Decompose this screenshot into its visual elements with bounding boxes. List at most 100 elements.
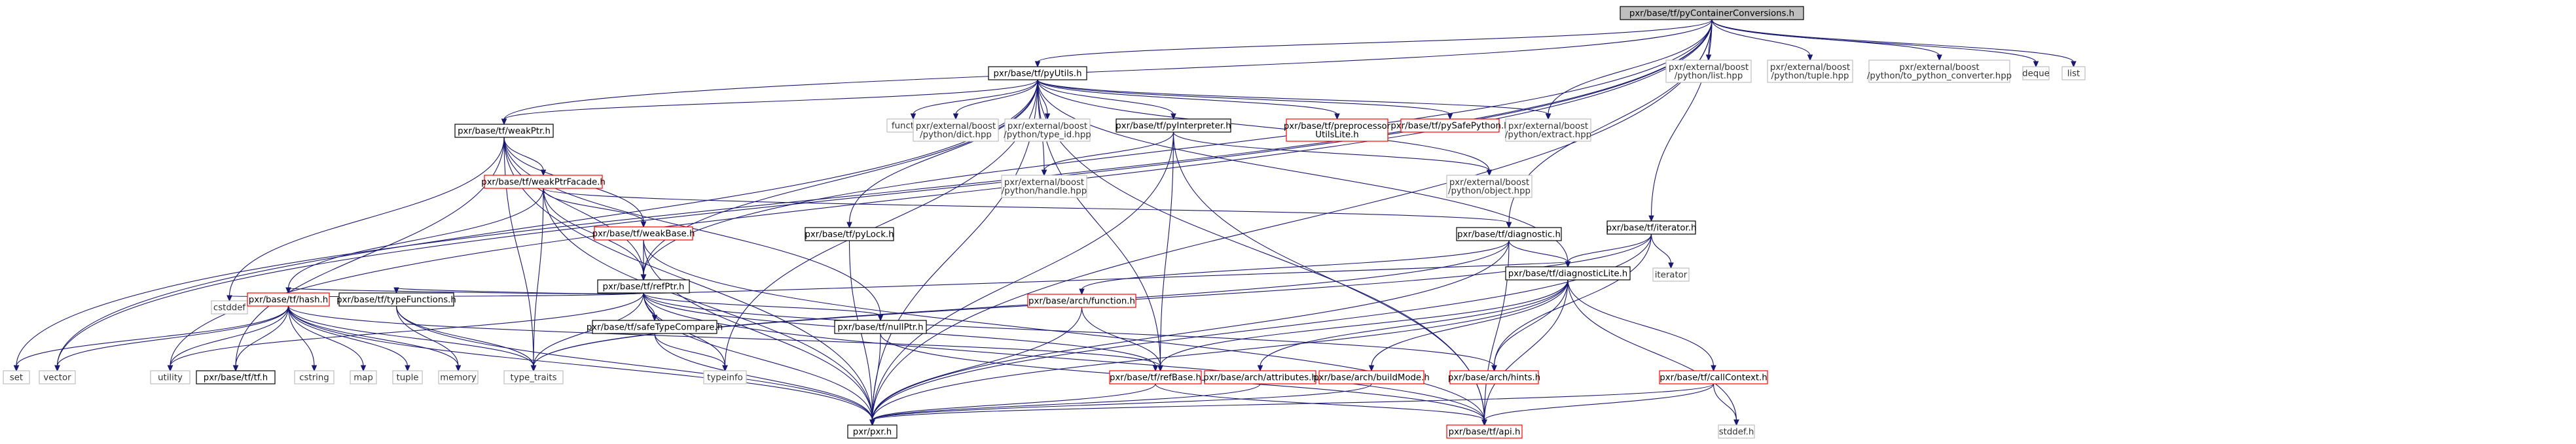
node-label: pxr/base/tf/refBase.h: [1110, 373, 1201, 383]
node-archFunction[interactable]: pxr/base/arch/function.h: [1027, 294, 1136, 308]
node-box: [294, 370, 335, 384]
node-box: [1318, 370, 1424, 384]
node-b_dict: pxr/external/boost/python/dict.hpp: [913, 118, 999, 142]
node-diagnosticLite[interactable]: pxr/base/tf/diagnosticLite.h: [1505, 266, 1631, 281]
edge-refBase-to-api: [1155, 383, 1485, 421]
node-box: [150, 370, 190, 384]
edge-pyUtils-to-pyInterp: [1037, 79, 1174, 115]
node-box: [2022, 66, 2050, 80]
node-label: pxr/external/boost: [1007, 122, 1087, 131]
arrowhead-refPtr-to-nullPtr: [877, 315, 884, 322]
arrowhead-pyUtils-to-preproc: [1334, 113, 1340, 120]
node-label: UtilsLite.h: [1315, 130, 1358, 140]
node-hints[interactable]: pxr/base/arch/hints.h: [1448, 370, 1540, 384]
node-label: pxr/base/tf/iterator.h: [1606, 224, 1697, 233]
arrowhead-root-to-pyUtils: [1034, 61, 1041, 68]
node-callContext[interactable]: pxr/base/tf/callContext.h: [1659, 370, 1768, 384]
arrowhead-diagnosticLite-to-callContext: [1711, 365, 1716, 372]
edge-safeTypeCompare-to-pxrh: [654, 333, 873, 421]
edge-pyInterp-to-api: [1172, 131, 1485, 421]
node-hash[interactable]: pxr/base/tf/hash.h: [247, 292, 330, 307]
edge-weakPtrFacade-to-pxrh: [543, 188, 873, 421]
arrowhead-root-to-iterator: [1648, 215, 1654, 222]
node-label: cstddef: [213, 303, 246, 313]
node-label: iterator: [1655, 271, 1688, 281]
node-root: pxr/base/tf/pyContainerConversions.h: [1620, 6, 1804, 20]
node-weakPtrFacade[interactable]: pxr/base/tf/weakPtrFacade.h: [481, 175, 606, 189]
edge-hash-to-type_traits: [287, 305, 534, 367]
edge-root-to-deque: [1711, 19, 2037, 63]
edge-refPtr-to-hints: [643, 292, 1495, 367]
node-pyInterp[interactable]: pxr/base/tf/pyInterpreter.h: [1116, 118, 1231, 133]
arrowhead-diagnosticLite-to-hints: [1491, 365, 1497, 372]
node-b_list: pxr/external/boost/python/list.hpp: [1665, 60, 1752, 83]
node-pySafe[interactable]: pxr/base/tf/pySafePython.h: [1390, 118, 1510, 133]
node-label: type_traits: [510, 373, 556, 383]
arrowhead-pyInterp-to-b_object: [1486, 169, 1493, 177]
node-label: /python/tuple.hpp: [1771, 71, 1849, 81]
node-b_object: pxr/external/boost/python/object.hpp: [1446, 175, 1533, 198]
node-pxrh[interactable]: pxr/pxr.h: [847, 424, 898, 439]
node-api[interactable]: pxr/base/tf/api.h: [1446, 424, 1523, 439]
node-tuple: tuple: [392, 370, 423, 384]
node-list: list: [2061, 66, 2086, 80]
node-box: [1446, 424, 1523, 439]
node-tfh[interactable]: pxr/base/tf/tf.h: [196, 370, 276, 384]
edge-attributes-to-pxrh: [871, 383, 1261, 421]
node-weakPtr[interactable]: pxr/base/tf/weakPtr.h: [454, 124, 554, 138]
node-label: pxr/base/arch/buildMode.h: [1313, 373, 1430, 383]
node-diagnostic[interactable]: pxr/base/tf/diagnostic.h: [1456, 227, 1562, 241]
edge-weakPtr-to-cstddef: [228, 137, 505, 297]
edge-pyUtils-to-functional: [913, 79, 1038, 115]
arrowhead-pyUtils-to-b_typeid: [1044, 113, 1051, 120]
node-utility: utility: [150, 370, 190, 384]
edge-diagnosticLite-to-string: [1159, 279, 1569, 367]
node-label: pxr/base/tf/nullPtr.h: [837, 323, 923, 333]
node-label: pxr/external/boost: [1004, 178, 1084, 188]
node-nullPtr[interactable]: pxr/base/tf/nullPtr.h: [834, 320, 927, 334]
edge-weakPtrFacade-to-diagnostic: [543, 188, 1510, 224]
node-safeTypeCompare[interactable]: pxr/base/tf/safeTypeCompare.h: [587, 320, 723, 334]
node-attributes[interactable]: pxr/base/arch/attributes.h: [1203, 370, 1317, 384]
node-cstddef: cstddef: [211, 300, 248, 315]
arrowhead-typeFunctions-to-memory: [455, 365, 462, 372]
edge-typeFunctions-to-memory: [395, 305, 459, 367]
node-label: pxr/base/tf/pySafePython.h: [1390, 122, 1509, 131]
node-pyLock[interactable]: pxr/base/tf/pyLock.h: [805, 227, 894, 241]
edge-archFunction-to-pxrh: [871, 307, 1083, 421]
edge-hash-to-map: [287, 305, 364, 367]
arrowhead-pyUtils-to-functional: [910, 113, 916, 120]
edge-iterator-to-iteratorStd: [1650, 233, 1672, 264]
edge-refBase-to-pxrh: [871, 383, 1156, 421]
node-refBase[interactable]: pxr/base/tf/refBase.h: [1109, 370, 1202, 384]
edge-hash-to-tfh: [235, 305, 289, 367]
node-typeFunctions[interactable]: pxr/base/tf/typeFunctions.h: [336, 292, 456, 307]
node-iterator[interactable]: pxr/base/tf/iterator.h: [1606, 220, 1697, 235]
node-box: [1109, 370, 1202, 384]
node-label: pxr/external/boost: [1669, 63, 1749, 73]
node-refPtr[interactable]: pxr/base/tf/refPtr.h: [597, 279, 690, 294]
node-weakBase[interactable]: pxr/base/tf/weakBase.h: [592, 226, 695, 241]
node-box: [1004, 118, 1091, 142]
arrowhead-refPtr-to-refBase: [1152, 365, 1159, 372]
node-pyUtils[interactable]: pxr/base/tf/pyUtils.h: [988, 66, 1087, 80]
arrowhead-root-to-list: [2071, 61, 2077, 68]
arrowhead-hash-to-set: [13, 365, 20, 372]
node-label: pxr/external/boost: [1899, 63, 1979, 73]
node-label: deque: [2022, 69, 2050, 79]
edge-typeFunctions-to-type_traits: [395, 305, 534, 367]
node-buildMode[interactable]: pxr/base/arch/buildMode.h: [1313, 370, 1430, 384]
edge-pyUtils-to-pySafe: [1037, 79, 1451, 115]
edge-refPtr-to-type_traits: [533, 292, 644, 367]
node-label: pxr/base/tf/pyContainerConversions.h: [1629, 9, 1794, 19]
node-label: pxr/external/boost: [1449, 178, 1529, 188]
arrowhead-weakPtrFacade-to-diagnostic: [1506, 222, 1512, 229]
arrowhead-callContext-to-api: [1481, 419, 1487, 426]
node-box: [196, 370, 276, 384]
node-label: pxr/base/tf/weakBase.h: [592, 230, 695, 239]
edge-weakPtrFacade-to-hash: [287, 188, 544, 289]
node-box: [392, 370, 423, 384]
node-label: pxr/base/tf/pyInterpreter.h: [1116, 122, 1231, 131]
edge-diagnosticLite-to-hints: [1493, 279, 1569, 367]
